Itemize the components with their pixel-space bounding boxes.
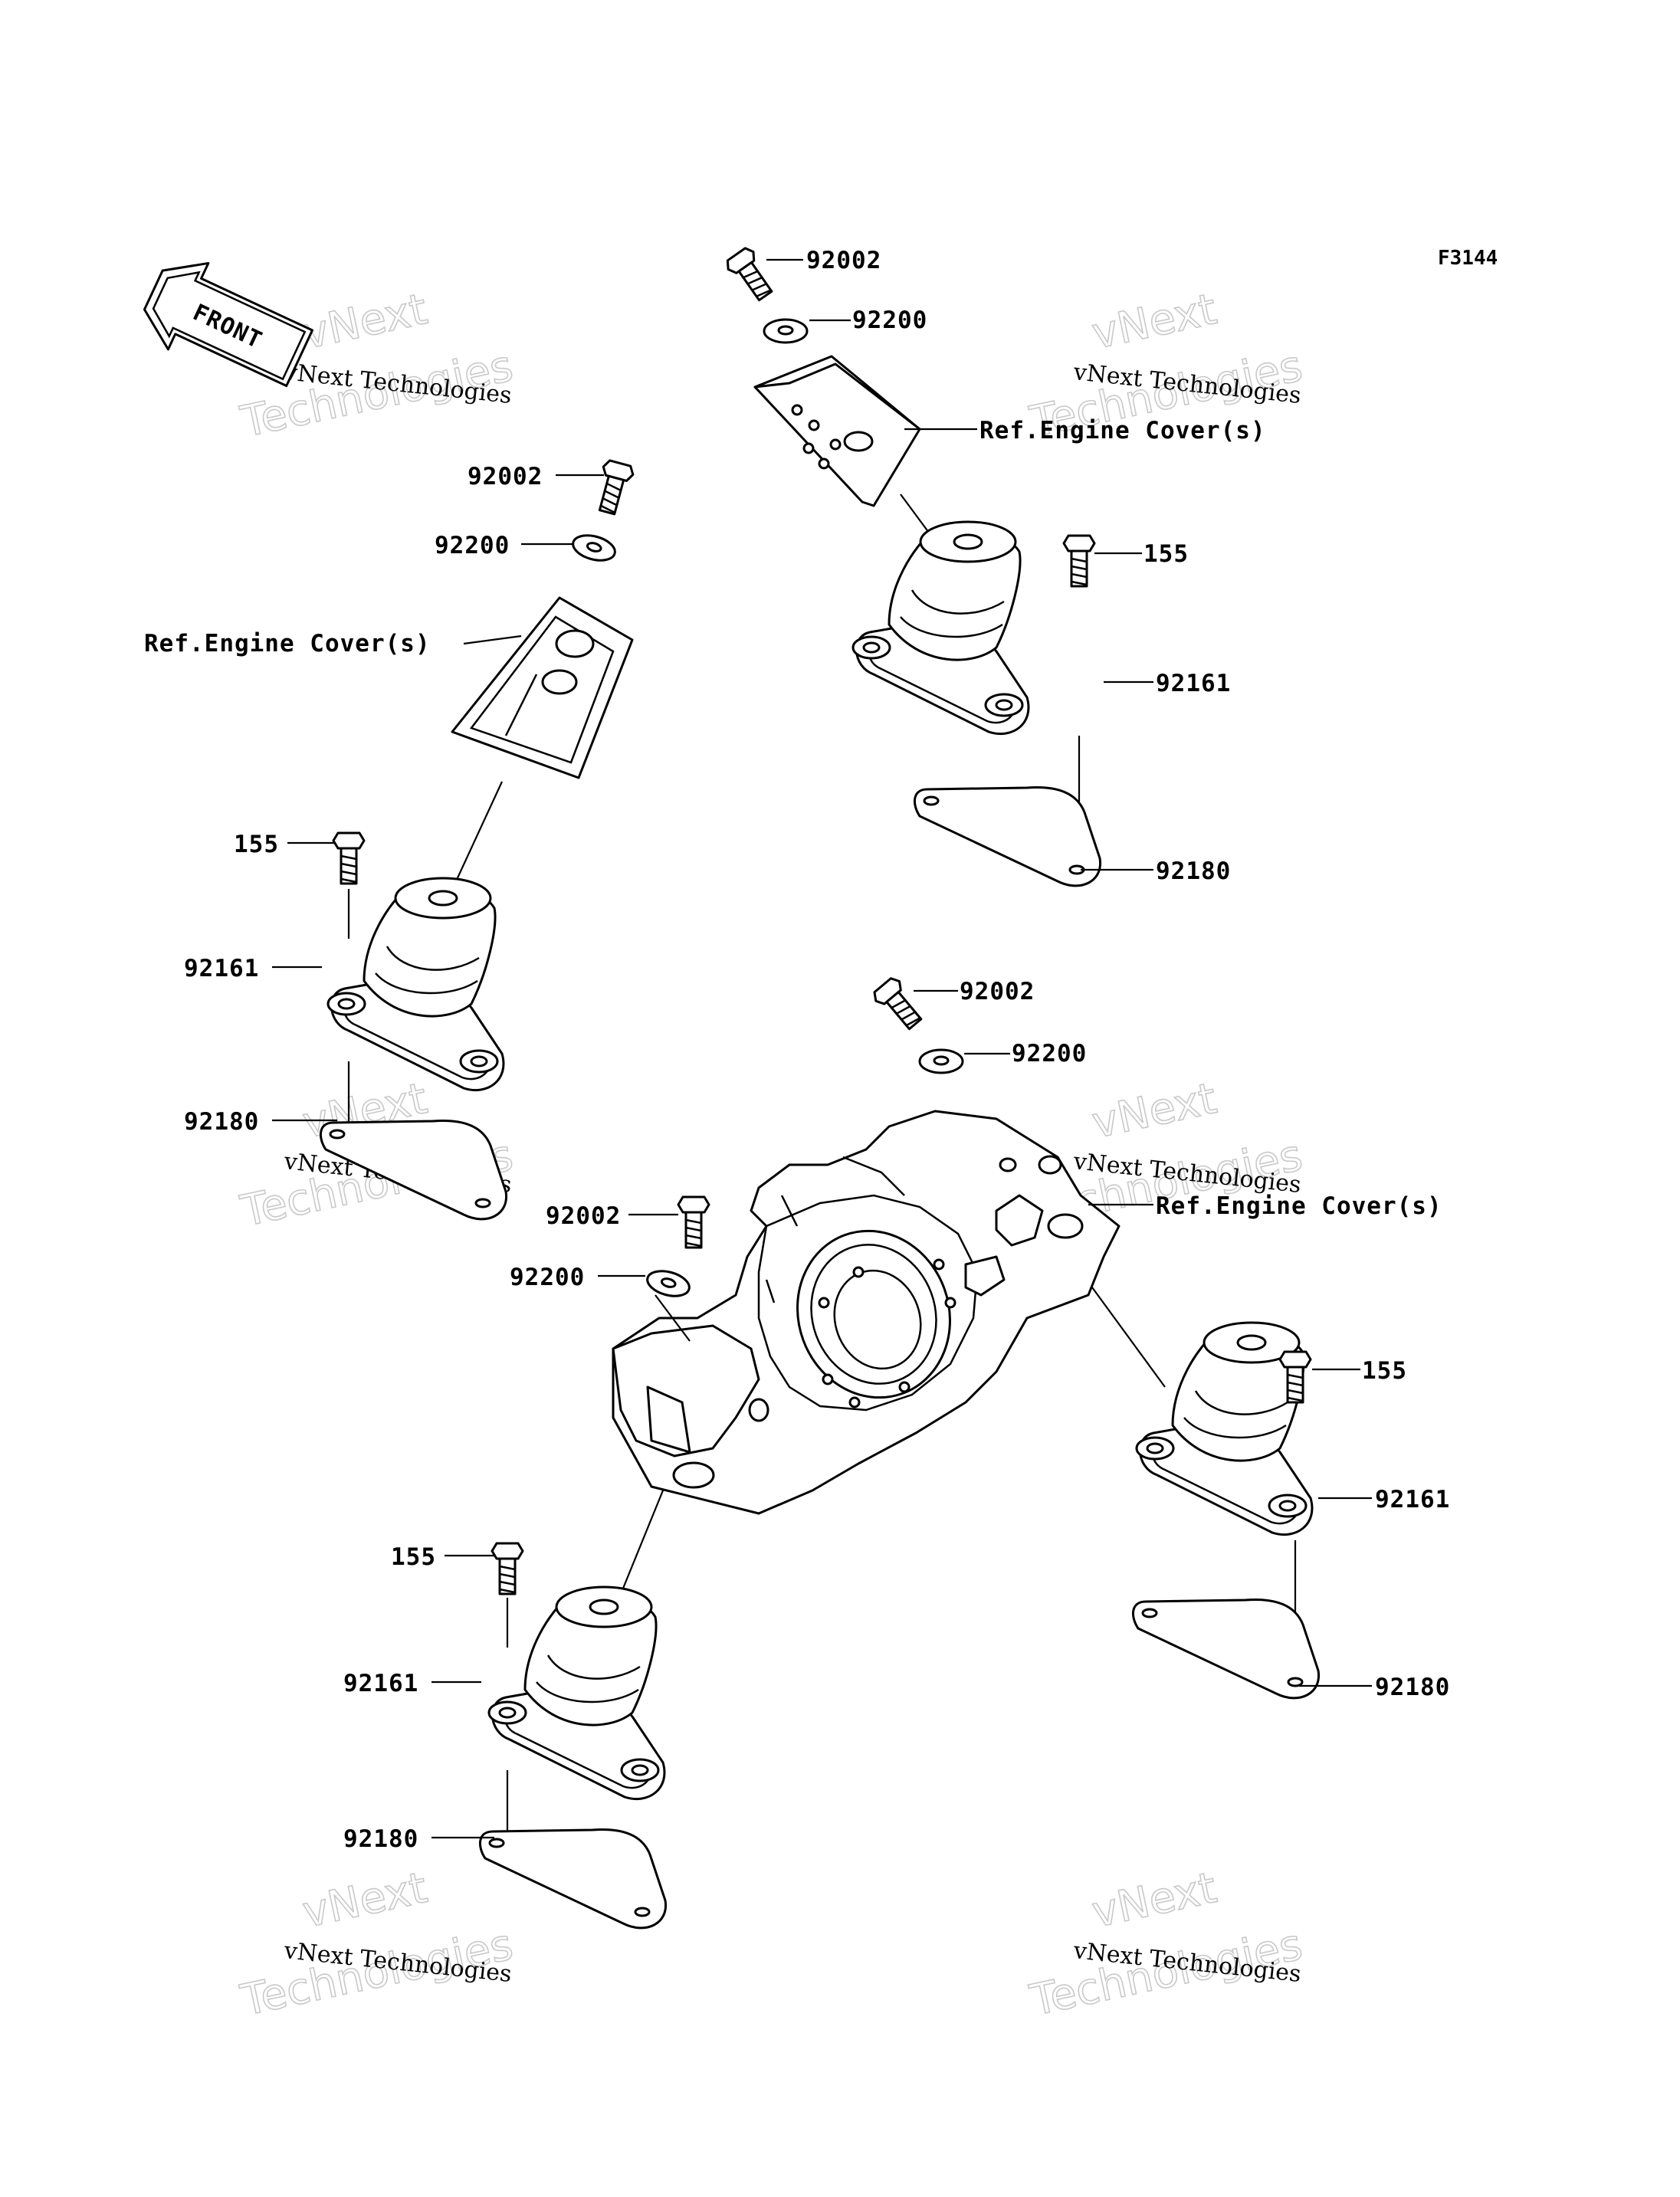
watermark-bottom-right: vNext Technologies vNext Technologies bbox=[1025, 1862, 1308, 2026]
diagram-code: F3144 bbox=[1438, 247, 1498, 270]
label-ref-engine-cover-top: Ref.Engine Cover(s) bbox=[979, 417, 1266, 444]
label-92002-mid: 92002 bbox=[960, 978, 1035, 1005]
label-92180-right: 92180 bbox=[1375, 1674, 1450, 1701]
washer-92200-left bbox=[569, 530, 619, 566]
label-92200-mid: 92200 bbox=[1012, 1040, 1087, 1067]
label-155-bottom: 155 bbox=[391, 1543, 436, 1571]
pad-92180-top-right bbox=[913, 785, 1102, 887]
label-ref-engine-cover-left: Ref.Engine Cover(s) bbox=[144, 630, 431, 657]
bolt-155-top-right bbox=[1062, 534, 1096, 588]
label-92200-center: 92200 bbox=[510, 1264, 585, 1291]
label-92161-bottom: 92161 bbox=[343, 1670, 418, 1697]
label-92180-left: 92180 bbox=[184, 1108, 259, 1136]
pad-92180-right bbox=[1131, 1598, 1321, 1700]
pad-92180-bottom bbox=[478, 1828, 668, 1930]
label-92161-right: 92161 bbox=[1375, 1486, 1450, 1513]
label-92161-top-right: 92161 bbox=[1156, 670, 1231, 697]
bracket-left bbox=[451, 596, 634, 779]
washer-92200-center bbox=[643, 1265, 694, 1302]
label-92002-top: 92002 bbox=[806, 247, 881, 274]
label-92180-bottom: 92180 bbox=[343, 1825, 418, 1853]
svg-text:vNext: vNext bbox=[1088, 1863, 1221, 1938]
bolt-155-left bbox=[332, 831, 366, 885]
washer-92200-mid bbox=[918, 1048, 964, 1074]
label-92200-top: 92200 bbox=[852, 307, 927, 334]
label-92161-left: 92161 bbox=[184, 955, 259, 982]
svg-text:vNext: vNext bbox=[298, 1863, 431, 1938]
bolt-92002-top bbox=[722, 244, 779, 306]
label-92200-left: 92200 bbox=[435, 532, 510, 559]
mount-92161-top-right bbox=[851, 520, 1030, 736]
bolt-155-bottom bbox=[491, 1542, 524, 1595]
svg-text:vNext: vNext bbox=[298, 284, 431, 359]
bolt-92002-left bbox=[591, 457, 636, 517]
bolt-92002-mid bbox=[869, 974, 928, 1035]
label-92180-top-right: 92180 bbox=[1156, 857, 1231, 885]
bracket-top bbox=[753, 355, 921, 507]
watermark-bottom-left: vNext Technologies vNext Technologies bbox=[236, 1862, 518, 2026]
washer-92200-top bbox=[763, 318, 809, 344]
svg-text:vNext: vNext bbox=[1088, 1074, 1221, 1149]
label-92002-center: 92002 bbox=[546, 1202, 621, 1230]
bolt-92002-center bbox=[677, 1195, 710, 1249]
label-ref-engine-cover-mid: Ref.Engine Cover(s) bbox=[1156, 1192, 1442, 1220]
label-92002-left: 92002 bbox=[468, 463, 543, 490]
mount-92161-bottom bbox=[487, 1585, 666, 1801]
label-155-left: 155 bbox=[234, 831, 279, 858]
svg-text:vNext: vNext bbox=[1088, 284, 1221, 359]
engine-cover-housing bbox=[612, 1110, 1121, 1515]
front-arrow-icon: FRONT bbox=[143, 261, 314, 388]
mount-92161-left bbox=[326, 877, 505, 1092]
label-155-right: 155 bbox=[1362, 1357, 1407, 1385]
label-155-top-right: 155 bbox=[1144, 540, 1189, 568]
